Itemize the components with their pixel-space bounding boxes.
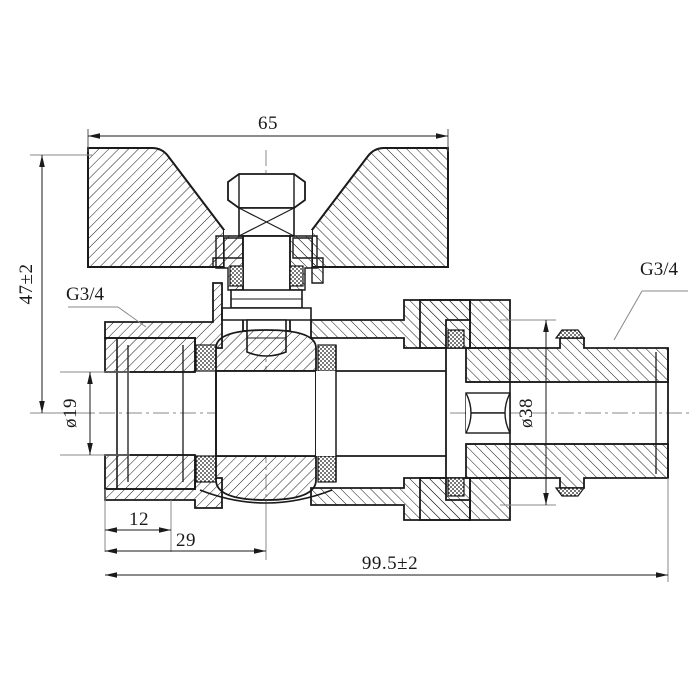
stem-seal-right — [289, 265, 304, 287]
union-seat-groove-bottom — [465, 412, 511, 434]
dim12-text: 12 — [129, 509, 149, 530]
dim19-text: ø19 — [60, 398, 81, 428]
dim38-text: ø38 — [516, 398, 537, 428]
ball-seat-seal-bottom-right — [317, 455, 337, 483]
dimension-overall-height: 47±2 — [16, 154, 92, 414]
dim29-text: 29 — [176, 530, 196, 551]
stem-flange — [221, 307, 312, 321]
union-seal-top — [447, 329, 465, 349]
union-nut-collar-top — [469, 299, 511, 349]
union-nut — [419, 299, 511, 521]
ball-seat-seal-bottom-left — [195, 455, 217, 483]
g34-left-text: G3/4 — [66, 284, 105, 305]
dimension-thread-length: 12 — [104, 489, 172, 552]
dimension-overall-length: 99.5±2 — [105, 478, 669, 582]
ball-upper-body — [215, 329, 317, 372]
ball-bottom-arc — [199, 489, 333, 504]
tailpiece-oring-top — [554, 329, 586, 339]
ball-seat-seal-top-left — [195, 344, 217, 372]
ball-through-bore — [215, 370, 317, 457]
union-seal-bottom — [447, 477, 465, 497]
outlet-tailpiece — [465, 329, 669, 497]
hex-nut — [227, 173, 306, 237]
ball-lower-body — [215, 455, 317, 501]
dim995-text: 99.5±2 — [362, 553, 418, 574]
label-thread-right: G3/4 — [613, 259, 688, 341]
label-thread-left: G3/4 — [66, 284, 147, 328]
dimension-union-outer: ø38 — [500, 319, 556, 506]
stem-seal-left — [229, 265, 244, 287]
dim65-text: 65 — [258, 113, 278, 134]
tailpiece-oring-bottom — [554, 487, 586, 497]
stem-thread-x2 — [238, 207, 295, 237]
g34-left-leader-angled — [117, 306, 147, 328]
ball-seat-seal-top-right — [317, 344, 337, 372]
inlet-wall-bottom — [104, 454, 196, 490]
g34-right-text: G3/4 — [640, 259, 679, 280]
union-seat-groove-top — [465, 392, 511, 414]
union-seat-arc-right — [504, 392, 511, 434]
valve-ball — [199, 329, 333, 504]
dimension-inlet-bore: ø19 — [60, 371, 130, 456]
dimension-handle-width: 65 — [87, 113, 449, 152]
inlet-wall-top — [104, 337, 196, 373]
mid-body-passage — [316, 345, 447, 482]
dim47-text: 47±2 — [16, 264, 37, 305]
union-nut-collar-bottom — [469, 477, 511, 521]
hex-nut-outline — [227, 173, 306, 209]
mid-bore-void — [316, 371, 446, 456]
dimension-inlet-to-center: 29 — [105, 505, 267, 556]
union-seat-arc-left — [465, 392, 472, 434]
g34-right-leader-angled — [613, 290, 643, 341]
